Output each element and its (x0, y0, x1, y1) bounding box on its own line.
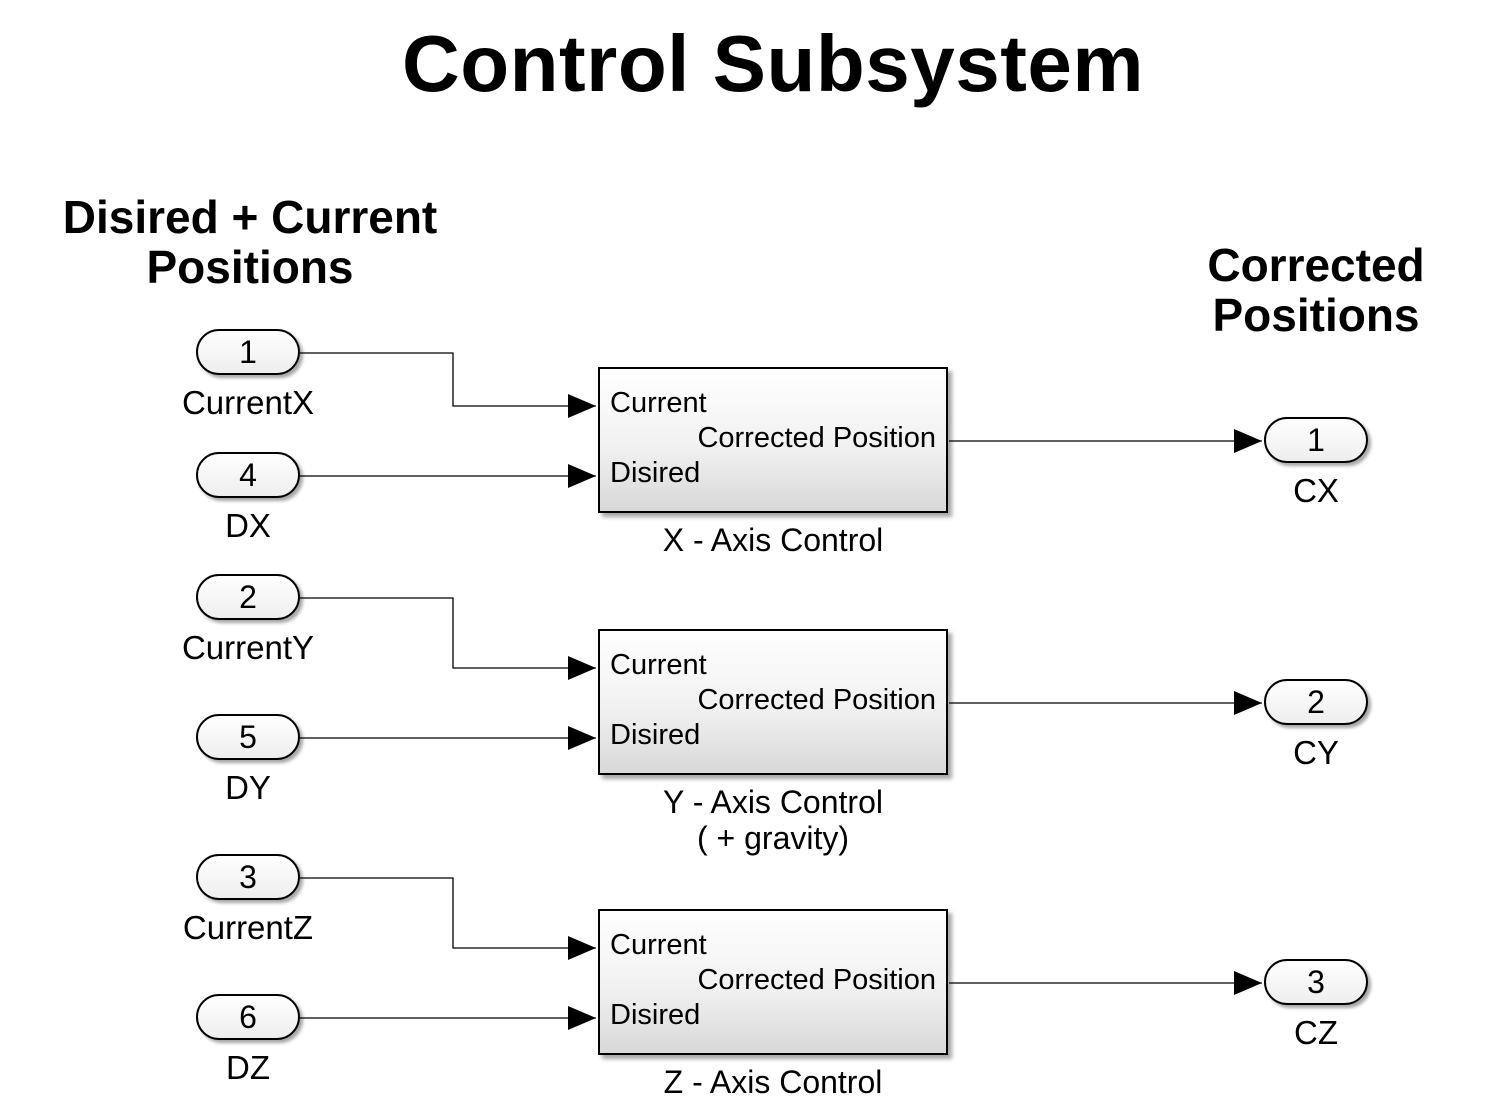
z-axis-control-name: Z - Axis Control (573, 1064, 973, 1100)
x-block-port-corrected-position: Corrected Position (697, 422, 936, 454)
y-axis-control-name: Y - Axis Control ( + gravity) (573, 784, 973, 856)
outputs-heading-line-2: Positions (1212, 289, 1420, 341)
inport-currentx-label: CurrentX (181, 384, 315, 421)
wire-currentx-to-x-current (300, 352, 596, 418)
inport-currentz[interactable]: 3 (196, 854, 300, 900)
inport-dz[interactable]: 6 (196, 994, 300, 1040)
y-axis-control-name-line-1: Y - Axis Control (663, 784, 883, 820)
y-block-port-disired: Disired (610, 719, 701, 751)
inport-dz-label: DZ (226, 1049, 270, 1086)
outport-cz-label: CZ (1294, 1014, 1338, 1051)
page-title: Control Subsystem (402, 19, 1144, 108)
inport-dy[interactable]: 5 (196, 714, 300, 760)
inputs-heading: Disired + Current Positions (40, 192, 460, 292)
outport-cy[interactable]: 2 (1264, 679, 1368, 725)
z-block-port-disired: Disired (610, 999, 701, 1031)
x-axis-control-name: X - Axis Control (573, 522, 973, 558)
y-block-port-corrected-position: Corrected Position (697, 684, 936, 716)
inport-currenty-label: CurrentY (181, 629, 315, 666)
y-axis-control-name-line-2: ( + gravity) (696, 820, 850, 856)
outport-cx[interactable]: 1 (1264, 417, 1368, 463)
y-block-port-current: Current (610, 649, 707, 681)
z-block-port-corrected-position: Corrected Position (697, 964, 936, 996)
wire-currenty-to-y-current (300, 597, 596, 680)
x-block-port-disired: Disired (610, 457, 701, 489)
inport-currenty[interactable]: 2 (196, 574, 300, 620)
outputs-heading: Corrected Positions (1176, 240, 1456, 340)
outport-cx-label: CX (1293, 472, 1339, 509)
inport-dx-label: DX (225, 507, 271, 544)
z-axis-control-name-line-1: Z - Axis Control (663, 1064, 883, 1100)
wire-currentz-to-z-current (300, 877, 596, 960)
z-axis-control-block[interactable]: Current Corrected Position Disired (598, 909, 948, 1055)
inputs-heading-line-2: Positions (146, 241, 354, 293)
y-axis-control-block[interactable]: Current Corrected Position Disired (598, 629, 948, 775)
outputs-heading-line-1: Corrected (1207, 239, 1425, 291)
inputs-heading-line-1: Disired + Current (62, 191, 438, 243)
inport-dy-label: DY (225, 769, 271, 806)
x-block-port-current: Current (610, 387, 707, 419)
z-block-port-current: Current (610, 929, 707, 961)
outport-cy-label: CY (1293, 734, 1339, 771)
x-axis-control-name-line-1: X - Axis Control (662, 522, 884, 558)
inport-dx[interactable]: 4 (196, 452, 300, 498)
inport-currentz-label: CurrentZ (182, 909, 314, 946)
inport-currentx[interactable]: 1 (196, 329, 300, 375)
outport-cz[interactable]: 3 (1264, 959, 1368, 1005)
x-axis-control-block[interactable]: Current Corrected Position Disired (598, 367, 948, 513)
